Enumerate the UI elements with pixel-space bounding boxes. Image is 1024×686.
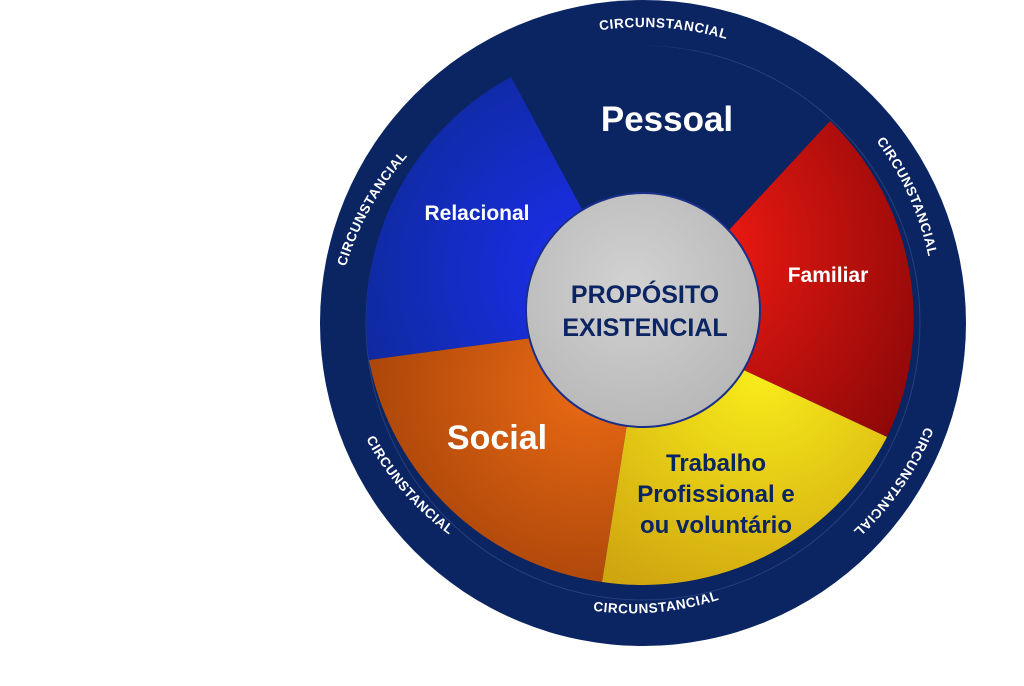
label-pessoal: Pessoal <box>601 100 733 139</box>
segment-pessoal <box>511 45 830 323</box>
center-title-line2: EXISTENCIAL <box>562 314 727 342</box>
label-trabalho-line1: Trabalho <box>666 450 766 477</box>
label-social: Social <box>447 419 547 457</box>
label-relacional: Relacional <box>424 202 529 225</box>
center-title-line1: PROPÓSITO <box>571 279 719 309</box>
center-circle <box>525 192 761 428</box>
label-familiar: Familiar <box>788 264 869 287</box>
label-trabalho-line3: ou voluntário <box>640 512 792 539</box>
segment-familiar <box>643 121 914 437</box>
label-trabalho-line2: Profissional e <box>637 481 794 508</box>
